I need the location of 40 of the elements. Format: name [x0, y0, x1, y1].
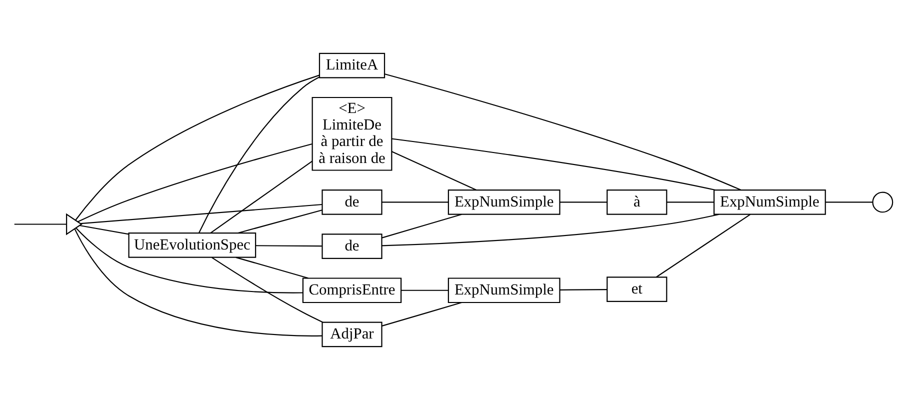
connector [80, 204, 322, 224]
connector [74, 228, 322, 336]
connector [400, 290, 448, 291]
connector [75, 228, 302, 294]
connector [210, 160, 312, 234]
connector [559, 202, 607, 203]
node-box: à [606, 190, 667, 215]
node-box: ExpNumSimple [713, 190, 826, 215]
node-box: et [606, 276, 667, 302]
connector [198, 76, 319, 234]
node-box: <E> LimiteDe à partir de à raison de [311, 96, 392, 171]
connector [656, 214, 750, 278]
node-box: ExpNumSimple [447, 278, 560, 304]
connector [382, 202, 448, 203]
connector [391, 138, 715, 191]
node-box: ComprisEntre [302, 278, 402, 304]
connector [559, 288, 607, 290]
node-circle [872, 192, 893, 213]
connector [390, 150, 476, 191]
node-triangle [66, 213, 82, 236]
connector [79, 224, 128, 235]
node-box: de [321, 190, 382, 215]
node-box: LimiteA [318, 52, 385, 78]
connector [381, 214, 462, 238]
node-box: AdjPar [321, 322, 382, 348]
connector [235, 256, 308, 279]
connector [74, 74, 320, 221]
connector [825, 202, 872, 203]
connector [77, 143, 312, 222]
connector [14, 224, 66, 225]
node-box: ExpNumSimple [447, 190, 560, 215]
connector [237, 210, 322, 234]
connector [381, 214, 719, 246]
connector [211, 257, 322, 323]
connector [255, 245, 322, 247]
connector [381, 302, 462, 326]
connector [384, 73, 740, 190]
node-box: UneEvolutionSpec [128, 232, 256, 258]
connector [666, 202, 714, 203]
node-box: de [321, 234, 382, 259]
